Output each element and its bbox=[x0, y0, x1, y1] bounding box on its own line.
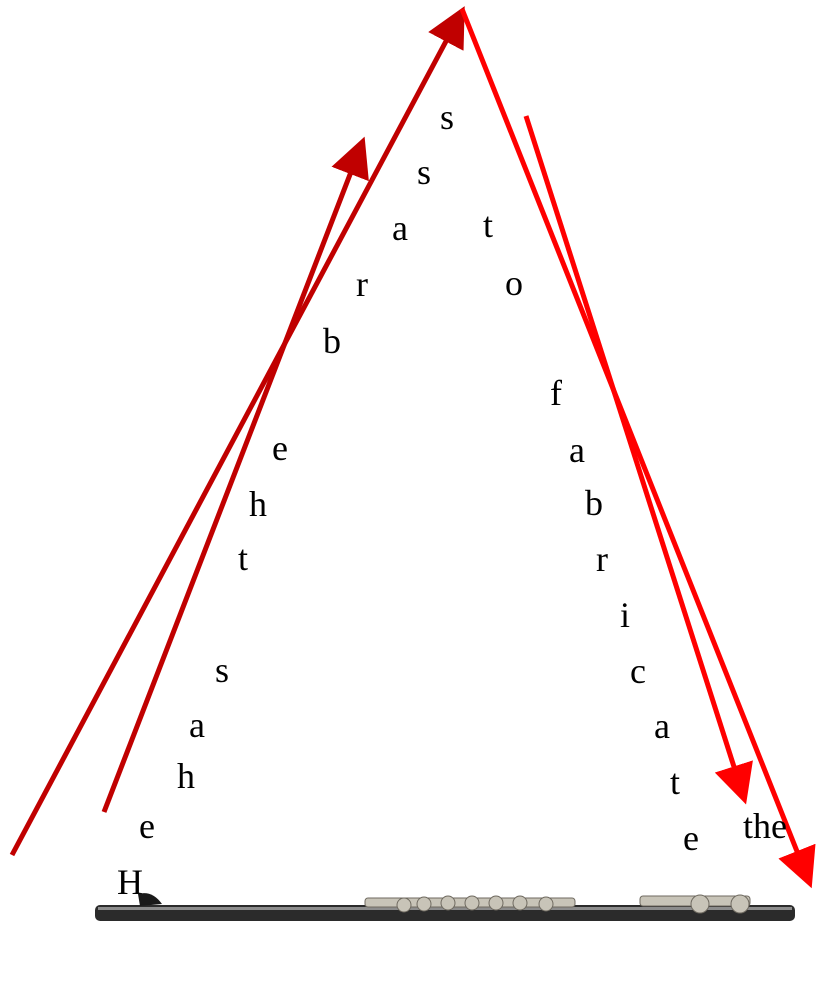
letter-b: b bbox=[585, 483, 603, 523]
letter-e: e bbox=[139, 806, 155, 846]
letter-b: b bbox=[323, 321, 341, 361]
flute-keys bbox=[364, 894, 751, 914]
letter-h: h bbox=[249, 484, 267, 524]
letter-r: r bbox=[356, 264, 368, 304]
letter-t: t bbox=[238, 538, 249, 578]
letter-h: h bbox=[177, 756, 195, 796]
flute-lip-plate bbox=[138, 893, 162, 906]
letter-r: r bbox=[596, 539, 608, 579]
letter-s: s bbox=[417, 152, 432, 192]
down-arrow-inner bbox=[523, 115, 753, 805]
letter-e: e bbox=[272, 428, 288, 468]
letter-e: e bbox=[683, 818, 699, 858]
letter-f: f bbox=[550, 373, 562, 413]
letter-a: a bbox=[189, 705, 205, 745]
up-arrow-inner bbox=[101, 136, 369, 813]
letter-c: c bbox=[630, 651, 646, 691]
letter-t: t bbox=[483, 205, 494, 245]
letter-i: i bbox=[620, 595, 631, 635]
letter-a: a bbox=[569, 430, 585, 470]
letter-a: a bbox=[654, 706, 670, 746]
letter-s: s bbox=[440, 97, 455, 137]
letter-o: o bbox=[505, 263, 523, 303]
down-arrow-outer bbox=[459, 8, 816, 889]
letter-s: s bbox=[215, 650, 230, 690]
letter-a: a bbox=[392, 208, 408, 248]
letter-t: t bbox=[670, 762, 681, 802]
word-the: the bbox=[743, 806, 787, 846]
up-arrow-outer bbox=[9, 6, 465, 857]
